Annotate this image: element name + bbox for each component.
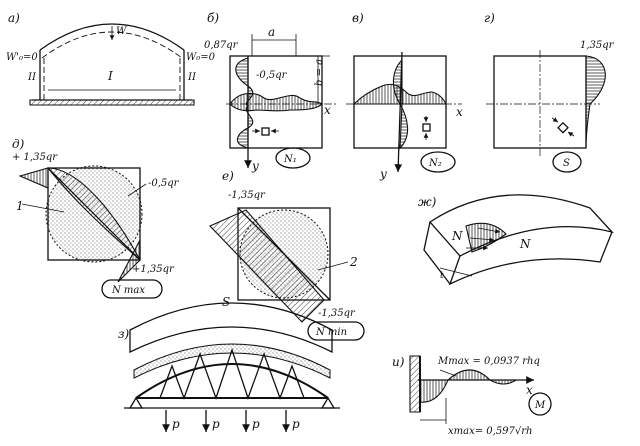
badge-n1 — [275, 147, 311, 169]
moment-lobe-3 — [487, 379, 518, 385]
value-top: + 1,35qr — [12, 152, 58, 163]
truss-top-chord — [135, 363, 329, 399]
panel-zh: ж) N N t — [418, 194, 614, 286]
value-bot: -1,35qr — [318, 308, 356, 319]
shell-arch — [129, 302, 333, 354]
axis-x: x — [456, 105, 463, 119]
shell-arch — [39, 23, 185, 51]
value-top: 0,87qr — [204, 40, 239, 51]
panel-g: г) 1,35qr S — [484, 11, 615, 173]
mark-p-3: p — [252, 417, 260, 431]
axis-x: x — [526, 383, 533, 397]
diagonal-band — [209, 209, 325, 323]
panel-g-label: г) — [484, 11, 495, 25]
panel-i: и) Mmax = 0,0937 rhq xmax= 0,597√rh x M — [392, 355, 552, 437]
panel-zh-label: ж) — [418, 195, 437, 209]
mark-S: S — [222, 295, 230, 309]
dim-b: b = a — [314, 59, 325, 86]
panel-d-label: д) — [12, 137, 25, 151]
axis-y: y — [251, 159, 259, 173]
panel-b-square — [229, 55, 323, 149]
panel-v: в) x y N₂ — [346, 11, 463, 181]
load-layer — [133, 343, 331, 379]
mark-II-right: II — [187, 72, 197, 83]
value-bot: +1,35qr — [132, 264, 175, 275]
panel-b-label: б) — [207, 11, 219, 25]
badge-n-min — [307, 321, 365, 341]
w-left-label: W'₀=0 — [6, 52, 38, 63]
axis-y: y — [379, 167, 387, 181]
panel-b: б) a b = a x y 0,87qr -0,5qr N₁ — [204, 11, 336, 173]
panel-i-label: и) — [392, 355, 405, 369]
corner-top — [18, 167, 49, 189]
value-top: 1,35qr — [580, 40, 615, 51]
axis-x: x — [324, 103, 331, 117]
panel-v-label: в) — [352, 11, 364, 25]
dim-a: a — [268, 25, 275, 39]
mark-II-left: II — [27, 72, 37, 83]
panel-z: з) S p p p p — [118, 295, 340, 432]
panel-z-label: з) — [118, 327, 130, 341]
moment-lobe-1 — [419, 379, 449, 403]
mark-w: W — [116, 26, 127, 37]
badge-m-text: M — [534, 400, 546, 411]
truss-web — [159, 347, 305, 400]
mark-p-2: p — [212, 417, 220, 431]
mark-1: 1 — [16, 199, 24, 213]
badge-n-min-text: N min — [315, 327, 347, 338]
badge-n1-text: N₁ — [283, 154, 297, 165]
n1-diagram-horizontal — [229, 92, 323, 112]
panel-e-label: е) — [222, 169, 234, 183]
n2-diagram-vertical — [392, 58, 409, 150]
panel-e: е) 2 -1,35qr -1,35qr N min — [209, 169, 365, 341]
badge-n2 — [420, 151, 456, 173]
mark-t: t — [440, 271, 444, 281]
m-max: Mmax = 0,0937 rhq — [437, 356, 540, 367]
mark-p-4: p — [292, 417, 300, 431]
x-max: xmax= 0,597√rh — [448, 426, 533, 437]
panel-d: д) 1 + 1,35qr -0,5qr +1,35qr N max — [12, 137, 180, 299]
panel-a-label: а) — [8, 11, 20, 25]
badge-n-max-text: N max — [111, 285, 145, 296]
w-right-label: W₀=0 — [186, 52, 216, 63]
value-top: -1,35qr — [228, 190, 266, 201]
value-mid: -0,5qr — [148, 178, 180, 189]
panel-a: а) W I II II W'₀=0 W₀=0 — [6, 11, 216, 106]
badge-n2-text: N₂ — [428, 158, 442, 169]
s-diagram — [585, 55, 606, 149]
corner-bottom — [117, 239, 141, 283]
mark-I: I — [107, 69, 113, 83]
mark-p-1: p — [172, 417, 180, 431]
mark-N-right: N — [519, 237, 531, 251]
mark-N-left: N — [451, 229, 463, 243]
badge-s — [552, 151, 582, 173]
badge-m — [528, 392, 552, 416]
shell-element — [429, 194, 614, 257]
mark-2: 2 — [349, 255, 358, 269]
value-mid: -0,5qr — [256, 70, 288, 81]
badge-n-max — [101, 279, 163, 299]
badge-s-text: S — [563, 158, 570, 169]
